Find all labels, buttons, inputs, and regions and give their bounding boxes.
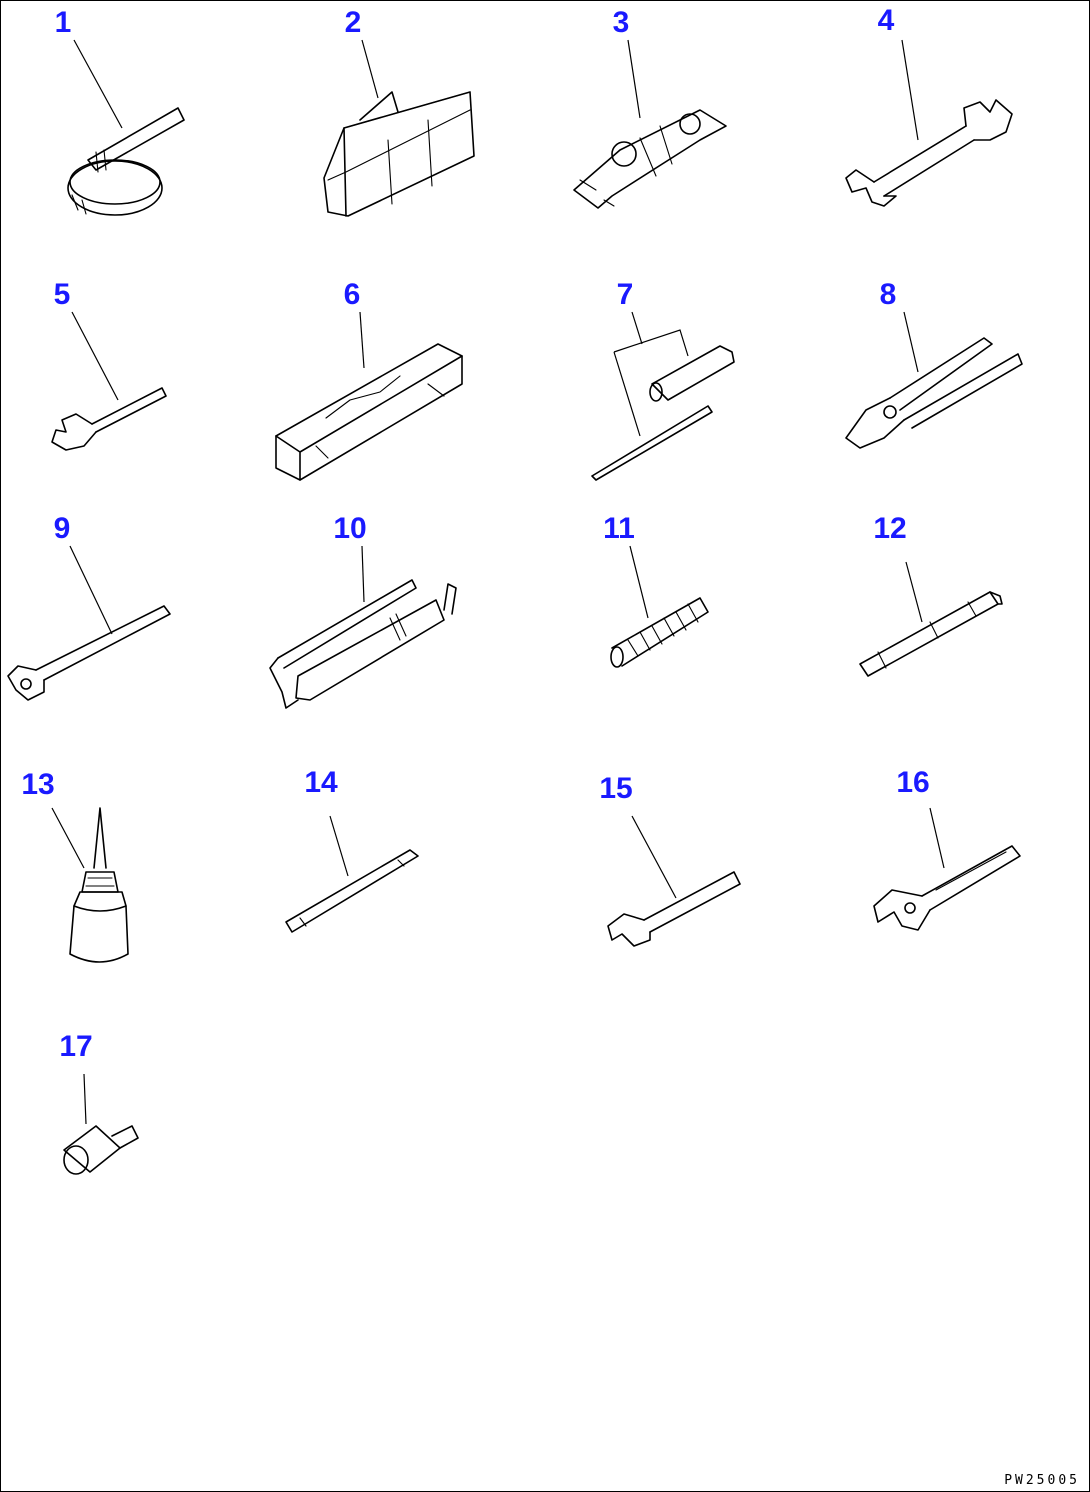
tool-bag-icon xyxy=(323,91,475,217)
open-end-wrench-icon xyxy=(51,387,167,451)
callout-9: 9 xyxy=(54,512,71,545)
item-7: 7 xyxy=(591,278,735,481)
item-8: 8 xyxy=(845,278,1023,449)
item-6: 6 xyxy=(275,278,463,481)
bar-icon xyxy=(285,849,419,933)
item-10: 10 xyxy=(269,512,457,709)
adjustable-wrench-icon xyxy=(873,845,1021,931)
socket-wrench-icon xyxy=(7,605,171,701)
callout-3: 3 xyxy=(613,6,630,39)
screwdriver-icon xyxy=(591,345,735,481)
filter-wrench-icon xyxy=(67,107,185,216)
item-3: 3 xyxy=(573,6,727,209)
callout-16: 16 xyxy=(896,766,929,799)
callout-4: 4 xyxy=(878,4,895,37)
tool-case-icon xyxy=(275,343,463,481)
drawing-code: PW25005 xyxy=(1004,1473,1080,1488)
grease-gun-icon xyxy=(269,579,457,709)
item-9: 9 xyxy=(7,512,171,701)
callout-14: 14 xyxy=(304,766,338,799)
item-15: 15 xyxy=(599,772,741,947)
wrench-set-icon xyxy=(573,109,727,209)
callout-8: 8 xyxy=(880,278,897,311)
callout-1: 1 xyxy=(55,6,72,39)
callout-7: 7 xyxy=(617,278,634,311)
callout-12: 12 xyxy=(873,512,906,545)
single-wrench-icon xyxy=(607,871,741,947)
callout-6: 6 xyxy=(344,278,361,311)
double-open-end-wrench-icon xyxy=(845,99,1013,207)
adapter-icon xyxy=(63,1125,139,1175)
extension-rod-icon xyxy=(859,591,1003,677)
item-4: 4 xyxy=(845,4,1013,207)
callout-11: 11 xyxy=(603,512,635,545)
item-11: 11 xyxy=(603,512,709,668)
item-14: 14 xyxy=(285,766,419,933)
oiler-can-icon xyxy=(69,807,129,963)
item-2: 2 xyxy=(323,6,475,217)
callout-2: 2 xyxy=(345,6,362,39)
callout-13: 13 xyxy=(21,768,54,801)
spring-icon xyxy=(610,597,709,668)
item-17: 17 xyxy=(59,1030,139,1175)
callout-5: 5 xyxy=(54,278,71,311)
pliers-icon xyxy=(845,337,1023,449)
item-5: 5 xyxy=(51,278,167,451)
callout-10: 10 xyxy=(333,512,366,545)
item-13: 13 xyxy=(21,768,129,963)
item-16: 16 xyxy=(873,766,1021,931)
callout-15: 15 xyxy=(599,772,632,805)
item-12: 12 xyxy=(859,512,1003,677)
callout-17: 17 xyxy=(59,1030,92,1063)
item-1: 1 xyxy=(55,6,185,216)
